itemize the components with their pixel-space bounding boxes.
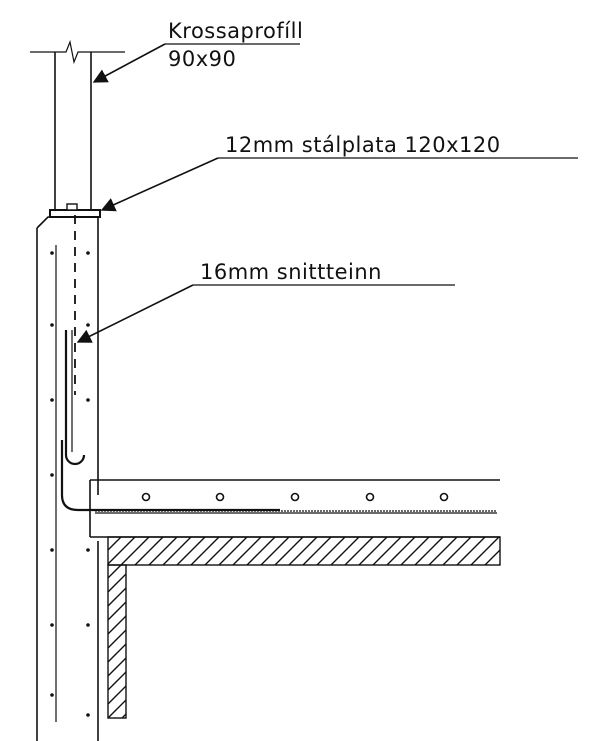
label-profile-name: Krossaprofíll	[168, 19, 303, 43]
leader-profile	[92, 43, 300, 83]
anchor-rebar	[60, 215, 280, 512]
hatched-section	[107, 536, 501, 719]
concrete-wall	[36, 216, 99, 741]
leader-rebar	[76, 284, 455, 343]
label-rebar: 16mm snittteinn	[200, 260, 382, 284]
leader-plate	[100, 157, 578, 212]
floor-slab	[89, 479, 500, 538]
steel-column	[30, 39, 125, 210]
label-profile-size: 90x90	[168, 47, 236, 71]
label-steel-plate: 12mm stálplata 120x120	[225, 133, 501, 157]
